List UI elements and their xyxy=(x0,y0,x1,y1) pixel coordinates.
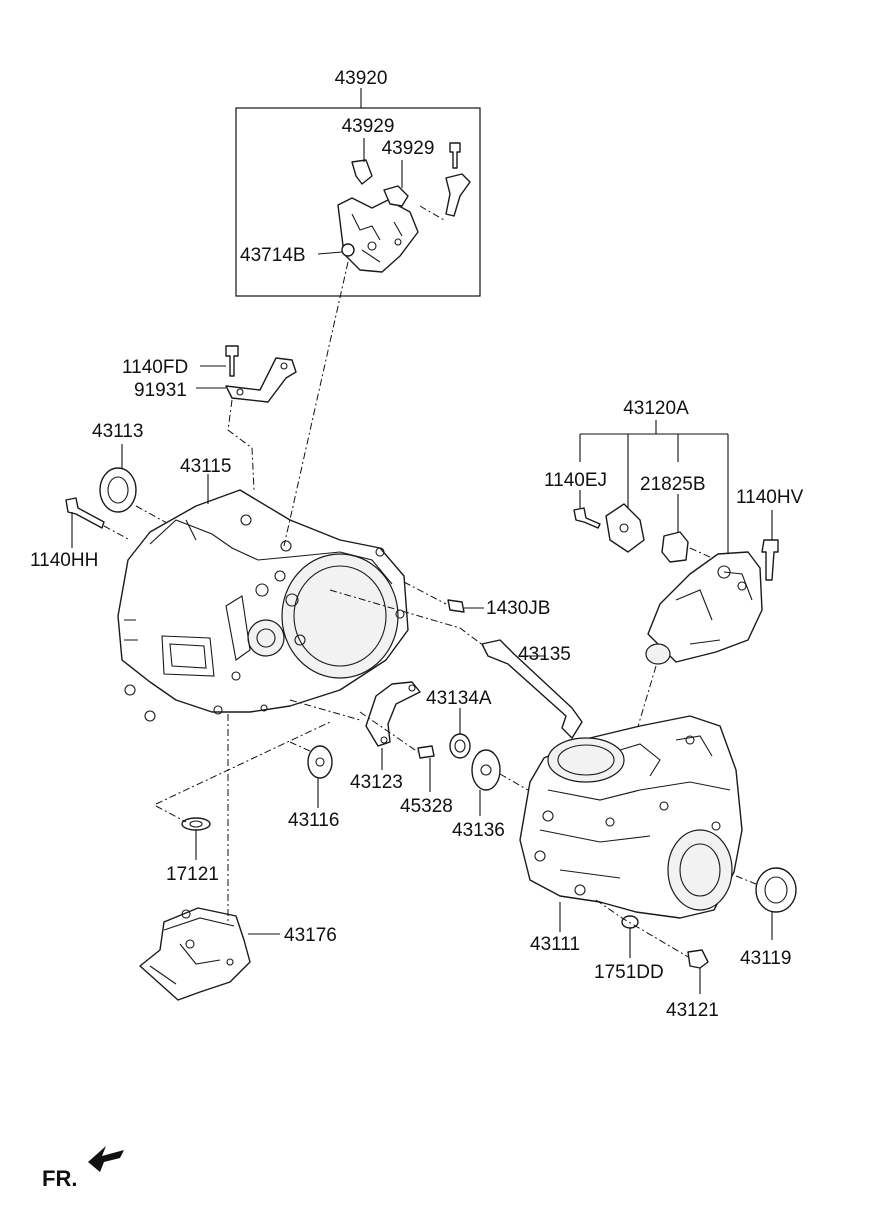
cover-plate-43123 xyxy=(365,681,421,747)
bolt-1140hv xyxy=(761,539,779,581)
label-17121: 17121 xyxy=(166,864,219,885)
seal-43134a xyxy=(449,733,471,759)
shift-lever-kit-group: 43920 43929 43929 43714B xyxy=(235,68,481,297)
label-21825b: 21825B xyxy=(640,474,706,495)
block-21825b xyxy=(661,531,689,563)
bolt-1140hh xyxy=(65,497,105,529)
label-43176: 43176 xyxy=(284,925,337,946)
engine-mount-bracket xyxy=(647,551,763,663)
label-43134a: 43134A xyxy=(426,688,492,709)
label-91931: 91931 xyxy=(134,380,187,401)
kit-bolt xyxy=(449,142,461,169)
orientation-marker: FR. xyxy=(42,1146,124,1191)
bracket-group: 1140FD 91931 xyxy=(122,345,297,491)
mount-43176-group: 43176 xyxy=(139,714,337,1001)
label-43929-b: 43929 xyxy=(382,138,435,159)
label-43929-a: 43929 xyxy=(342,116,395,137)
oil-seal-43119 xyxy=(755,867,797,913)
bolt-1140ej xyxy=(573,507,601,529)
label-1140hv: 1140HV xyxy=(736,487,804,508)
label-43120a: 43120A xyxy=(623,398,689,419)
mount-bracket-43120a-group: 43120A 1140EJ 21825B 1140HV xyxy=(544,398,804,761)
bushing-43714b xyxy=(341,243,355,257)
bolt-1140fd xyxy=(225,345,239,377)
pin-rod-group: 1430JB 43135 xyxy=(329,581,583,739)
mount-43176 xyxy=(139,907,251,1001)
label-43135: 43135 xyxy=(518,644,571,665)
seal-bolt-left-group: 43113 1140HH xyxy=(30,421,177,571)
label-1140fd: 1140FD xyxy=(122,357,188,378)
label-1751dd: 1751DD xyxy=(594,962,664,983)
clutch-housing-43115: 43115 xyxy=(117,261,409,722)
label-1140ej: 1140EJ xyxy=(544,470,607,491)
front-label: FR. xyxy=(42,1166,77,1191)
kit-pin xyxy=(445,173,471,217)
label-1140hh: 1140HH xyxy=(30,550,98,571)
label-43115: 43115 xyxy=(180,456,231,477)
washer-17121 xyxy=(181,817,211,831)
label-43116: 43116 xyxy=(288,810,339,831)
label-43123: 43123 xyxy=(350,772,403,793)
bracket-91931 xyxy=(225,357,297,403)
oil-seal-43113 xyxy=(99,467,137,513)
clip-43929-b xyxy=(383,185,409,207)
guide-rod-43135 xyxy=(481,639,583,739)
label-43136: 43136 xyxy=(452,820,505,841)
label-43113: 43113 xyxy=(92,421,143,442)
case-rear-cover xyxy=(667,829,733,911)
label-1430jb: 1430JB xyxy=(486,598,550,619)
label-45328: 45328 xyxy=(400,796,453,817)
bellhousing-opening xyxy=(281,553,399,679)
disc-43136 xyxy=(471,749,501,791)
drain-plug-43121 xyxy=(687,949,709,969)
label-43714b: 43714B xyxy=(240,245,306,266)
kit-box xyxy=(235,107,481,297)
dowel-pin-1430jb xyxy=(447,599,465,613)
case-small-parts-group: 43119 1751DD 43121 xyxy=(594,867,797,1021)
label-43111: 43111 xyxy=(530,934,580,955)
shift-bracket xyxy=(337,197,419,273)
bearing-43116 xyxy=(307,745,333,779)
label-43920: 43920 xyxy=(335,68,388,89)
bracket-plate xyxy=(605,503,645,553)
transmission-case-43111: 43111 xyxy=(519,715,743,955)
label-43121: 43121 xyxy=(666,1000,719,1021)
label-43119: 43119 xyxy=(740,948,791,969)
small-parts-middle-group: 43134A 43123 45328 43136 43116 17121 xyxy=(155,681,529,885)
clip-43929-a xyxy=(351,159,373,185)
front-arrow-icon xyxy=(88,1146,124,1172)
bolt-45328 xyxy=(417,745,435,759)
